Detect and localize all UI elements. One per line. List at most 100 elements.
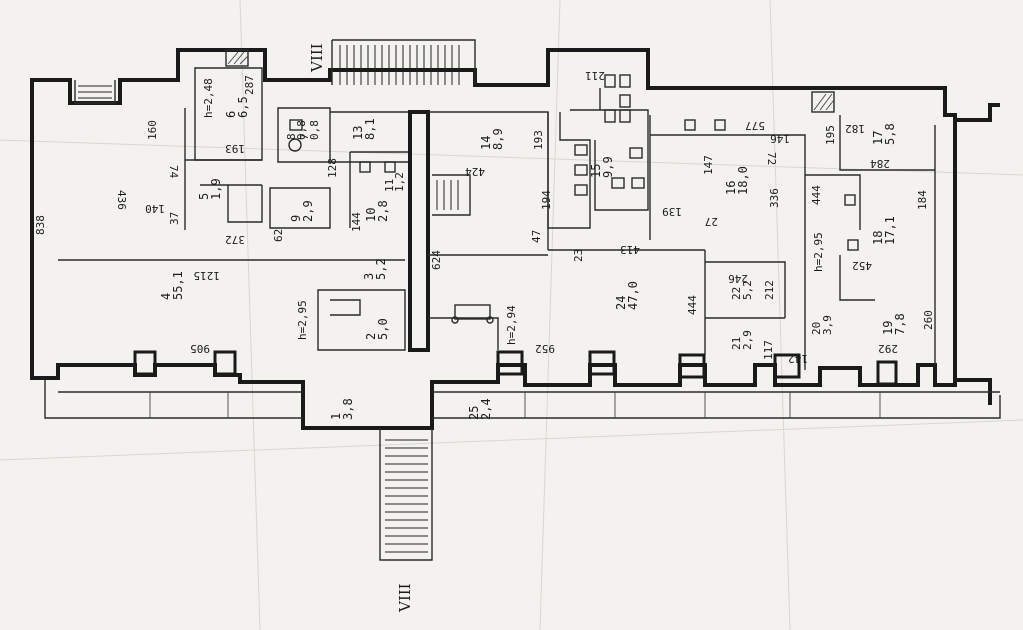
room-number: 24 (614, 296, 628, 310)
dim-336: 336 (768, 188, 781, 208)
room-area: 0,8 (295, 120, 308, 140)
dim-212: 212 (763, 280, 776, 300)
room-10: 10 2,8 (364, 200, 390, 222)
dim-211: 211 (585, 69, 605, 82)
room-area: 3,9 (821, 315, 834, 335)
height-room-6: h=2,48 (202, 78, 215, 118)
room-area: 2,9 (301, 200, 315, 222)
room-number: 5 (197, 193, 211, 200)
room-11: 11 1,2 (383, 172, 406, 192)
room-3: 3 5,2 (362, 258, 388, 280)
room-number: 19 (881, 321, 895, 335)
fixtures (288, 74, 859, 324)
room-number: 6 (224, 111, 238, 118)
room-number: 2 (364, 333, 378, 340)
dim-182: 182 (845, 122, 865, 135)
room-area: 5,8 (883, 123, 897, 145)
room-7: 7 0,8 (298, 120, 321, 140)
dim-37: 37 (168, 212, 181, 225)
room-2: 2 5,0 (364, 318, 390, 340)
room-19: 19 7,8 (881, 313, 907, 335)
dim-577: 577 (745, 119, 765, 132)
interior-walls (58, 67, 936, 370)
room-number: 8 (285, 133, 298, 140)
ceiling-heights: h=2,48 h=2,95 h=2,94 h=2,95 (202, 78, 825, 345)
room-1: 1 3,8 (329, 398, 355, 420)
dim-444-mid: 444 (686, 295, 699, 315)
room-number: 15 (589, 164, 603, 178)
room-number: 22 (730, 287, 743, 300)
room-22: 22 5,2 (730, 280, 754, 300)
dim-117: 117 (762, 340, 775, 360)
terrace-band (44, 380, 1001, 419)
dim-444-right: 444 (810, 185, 823, 205)
room-14: 14 8,9 (479, 128, 505, 150)
dim-184: 184 (916, 190, 929, 210)
room-area: 8,1 (363, 118, 377, 140)
dim-139: 139 (662, 205, 682, 218)
room-number: 1 (329, 413, 343, 420)
dim-193-left: 193 (225, 142, 245, 155)
room-25: 25 2,4 (467, 398, 493, 420)
dim-413: 413 (620, 243, 640, 256)
room-9: 9 2,9 (289, 200, 315, 222)
room-number: 21 (730, 337, 743, 350)
dim-424: 424 (465, 165, 485, 178)
room-21: 21 2,9 (730, 330, 754, 350)
dim-292: 292 (878, 342, 898, 355)
exterior-walls (30, 48, 1000, 430)
room-number: 16 (724, 181, 738, 195)
dimension-labels: 838 436 1215 905 160 74 140 37 193 372 6… (34, 69, 935, 365)
dim-452: 452 (852, 259, 872, 272)
dim-140: 140 (145, 202, 165, 215)
dim-74: 74 (167, 165, 180, 179)
room-number: 14 (479, 136, 493, 150)
room-area: 2,8 (376, 200, 390, 222)
dim-147: 147 (702, 155, 715, 175)
room-20: 20 3,9 (810, 315, 834, 335)
room-area: 6,5 (236, 96, 250, 118)
dim-128: 128 (326, 158, 339, 178)
height-room-2: h=2,95 (296, 300, 309, 340)
dim-905: 905 (190, 342, 210, 355)
room-area: 2,9 (741, 330, 754, 350)
dim-372: 372 (225, 233, 245, 246)
room-area: 17,1 (883, 216, 897, 245)
top-stair-treads (339, 45, 460, 85)
section-mark-top: VIII (308, 43, 326, 73)
stairs (74, 39, 476, 561)
dim-952: 952 (535, 342, 555, 355)
room-4: 4 55,1 (159, 271, 185, 300)
dim-287: 287 (243, 75, 256, 95)
dim-62: 62 (272, 229, 285, 242)
room-15: 15 9,9 (589, 156, 615, 178)
room-area: 2,4 (479, 398, 493, 420)
room-area: 0,8 (308, 120, 321, 140)
room-17: 17 5,8 (871, 123, 897, 145)
dim-193-mid: 193 (532, 130, 545, 150)
section-mark-bottom: VIII (396, 583, 414, 613)
room-area: 5,2 (741, 280, 754, 300)
room-area: 5,0 (376, 318, 390, 340)
room-number: 11 (383, 179, 396, 192)
room-8: 8 0,8 (285, 120, 308, 140)
dim-624: 624 (430, 250, 443, 270)
room-number: 10 (364, 208, 378, 222)
room-5: 5 1,9 (197, 178, 223, 200)
room-16: 16 18,0 (724, 166, 750, 195)
room-area: 3,8 (341, 398, 355, 420)
room-area: 5,2 (374, 258, 388, 280)
dim-72: 72 (765, 152, 778, 165)
room-6: 6 6,5 (224, 96, 250, 118)
dim-436: 436 (115, 190, 128, 210)
dim-1215: 1215 (194, 269, 221, 282)
room-number: 17 (871, 131, 885, 145)
dim-47: 47 (530, 230, 543, 243)
dim-284: 284 (870, 157, 890, 170)
room-number: 18 (871, 231, 885, 245)
room-area: 47,0 (626, 281, 640, 310)
window-openings (133, 350, 898, 386)
room-area: 7,8 (893, 313, 907, 335)
room-area: 55,1 (171, 271, 185, 300)
